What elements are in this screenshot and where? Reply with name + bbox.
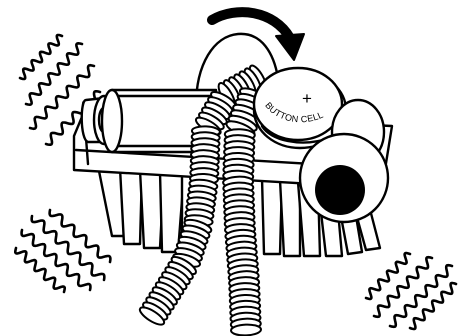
vibration-lines-bottom-right: [366, 253, 456, 329]
vibration-line: [26, 43, 82, 104]
battery-polarity: +: [302, 89, 312, 108]
vibration-line: [20, 35, 62, 79]
vibration-line: [366, 253, 410, 299]
vibration-lines-bottom-left: [15, 210, 110, 292]
vibration-line: [374, 257, 432, 317]
coil-loop: [231, 324, 261, 336]
